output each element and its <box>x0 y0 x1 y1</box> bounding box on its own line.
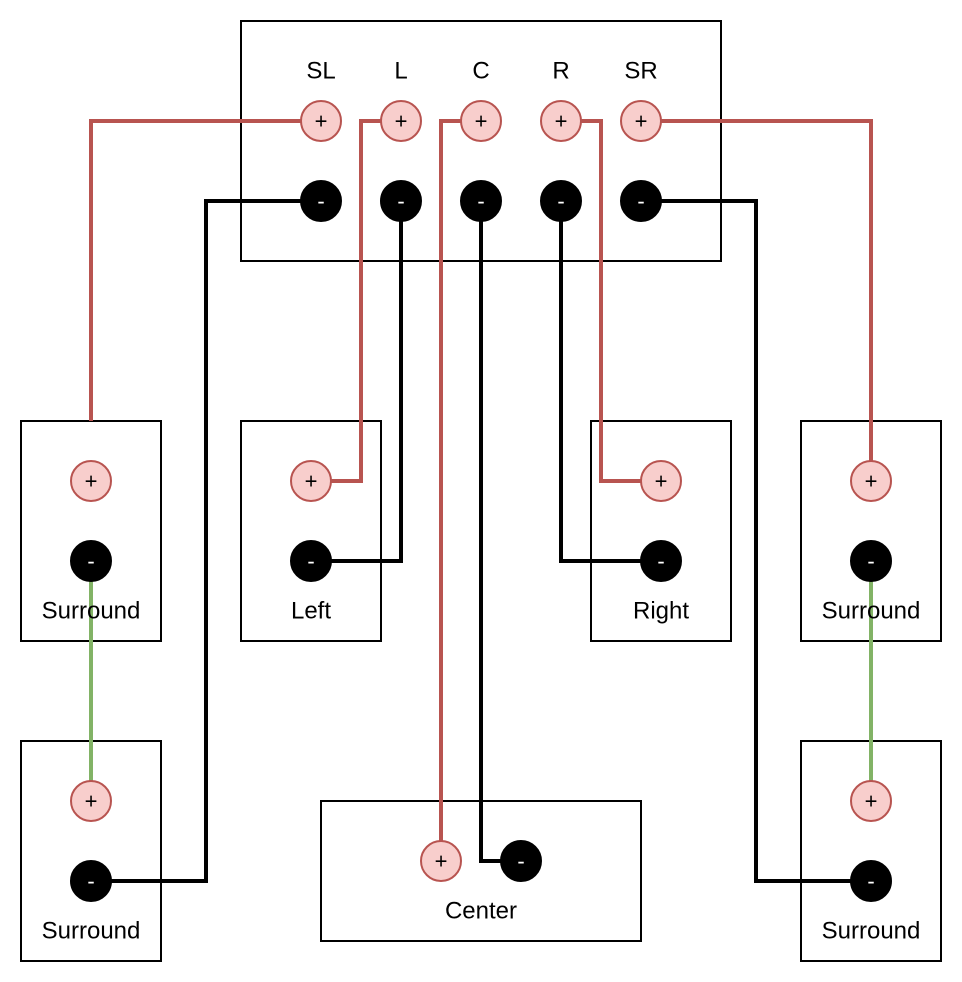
right-positive-terminal: + <box>640 460 682 502</box>
negative-symbol: - <box>867 869 874 894</box>
speaker-label-right: Right <box>633 598 689 625</box>
speaker-box-left <box>240 420 382 642</box>
surround-right-front-negative-terminal: - <box>850 540 892 582</box>
wire-sl-negative <box>91 199 321 883</box>
surround-right-rear-positive-terminal: + <box>850 780 892 822</box>
receiver-sr-positive-terminal: + <box>620 100 662 142</box>
positive-symbol: + <box>865 789 878 814</box>
receiver-channel-labels: SL L C R SR <box>306 58 657 85</box>
speaker-label-left: Left <box>291 598 331 625</box>
channel-label-sr: SR <box>624 58 657 85</box>
right-negative-terminal: - <box>640 540 682 582</box>
speaker-label-surround-left-rear: Surround <box>42 918 141 945</box>
surround-right-front-positive-terminal: + <box>850 460 892 502</box>
wire-r-negative <box>559 201 661 563</box>
receiver-l-negative-terminal: - <box>380 180 422 222</box>
negative-symbol: - <box>307 549 314 574</box>
speaker-label-surround-right-front: Surround <box>822 598 921 625</box>
receiver-sr-negative-terminal: - <box>620 180 662 222</box>
negative-symbol: - <box>317 189 324 214</box>
positive-symbol: + <box>435 849 448 874</box>
positive-terminals: + + + + + + + + + + + + <box>70 100 892 882</box>
surround-left-front-negative-terminal: - <box>70 540 112 582</box>
negative-symbol: - <box>557 189 564 214</box>
receiver-sl-positive-terminal: + <box>300 100 342 142</box>
wire-sr-negative <box>641 199 871 883</box>
surround-left-front-positive-terminal: + <box>70 460 112 502</box>
wire-sr-positive <box>641 119 873 481</box>
surround-left-rear-positive-terminal: + <box>70 780 112 822</box>
negative-symbol: - <box>87 869 94 894</box>
negative-symbol: - <box>397 189 404 214</box>
negative-symbol: - <box>477 189 484 214</box>
speaker-labels: Surround Left Right Surround Surround Ce… <box>42 598 921 945</box>
center-negative-terminal: - <box>500 840 542 882</box>
left-positive-terminal: + <box>290 460 332 502</box>
left-negative-terminal: - <box>290 540 332 582</box>
positive-symbol: + <box>85 469 98 494</box>
negative-symbol: - <box>657 549 664 574</box>
center-positive-terminal: + <box>420 840 462 882</box>
positive-symbol: + <box>315 109 328 134</box>
negative-symbol: - <box>87 549 94 574</box>
positive-symbol: + <box>635 109 648 134</box>
positive-symbol: + <box>395 109 408 134</box>
channel-label-r: R <box>552 58 569 85</box>
positive-symbol: + <box>865 469 878 494</box>
receiver-sl-negative-terminal: - <box>300 180 342 222</box>
surround-right-rear-negative-terminal: - <box>850 860 892 902</box>
wire-c-negative <box>479 201 521 863</box>
receiver-r-negative-terminal: - <box>540 180 582 222</box>
positive-symbol: + <box>655 469 668 494</box>
speaker-box-right <box>590 420 732 642</box>
link-wires <box>89 561 873 801</box>
positive-symbol: + <box>475 109 488 134</box>
positive-symbol: + <box>555 109 568 134</box>
receiver-c-negative-terminal: - <box>460 180 502 222</box>
channel-label-sl: SL <box>306 58 335 85</box>
speaker-label-surround-right-rear: Surround <box>822 918 921 945</box>
receiver-r-positive-terminal: + <box>540 100 582 142</box>
negative-wires <box>91 199 871 883</box>
surround-left-rear-negative-terminal: - <box>70 860 112 902</box>
channel-label-l: L <box>394 58 407 85</box>
channel-label-c: C <box>472 58 489 85</box>
positive-symbol: + <box>85 789 98 814</box>
receiver-c-positive-terminal: + <box>460 100 502 142</box>
speaker-label-surround-left-front: Surround <box>42 598 141 625</box>
speaker-label-center: Center <box>445 898 517 925</box>
negative-terminals: - - - - - - - - - - - - <box>70 180 892 902</box>
positive-symbol: + <box>305 469 318 494</box>
negative-symbol: - <box>637 189 644 214</box>
negative-symbol: - <box>867 549 874 574</box>
receiver-l-positive-terminal: + <box>380 100 422 142</box>
wire-sl-positive <box>89 119 321 421</box>
negative-symbol: - <box>517 849 524 874</box>
wire-l-negative <box>311 201 403 563</box>
